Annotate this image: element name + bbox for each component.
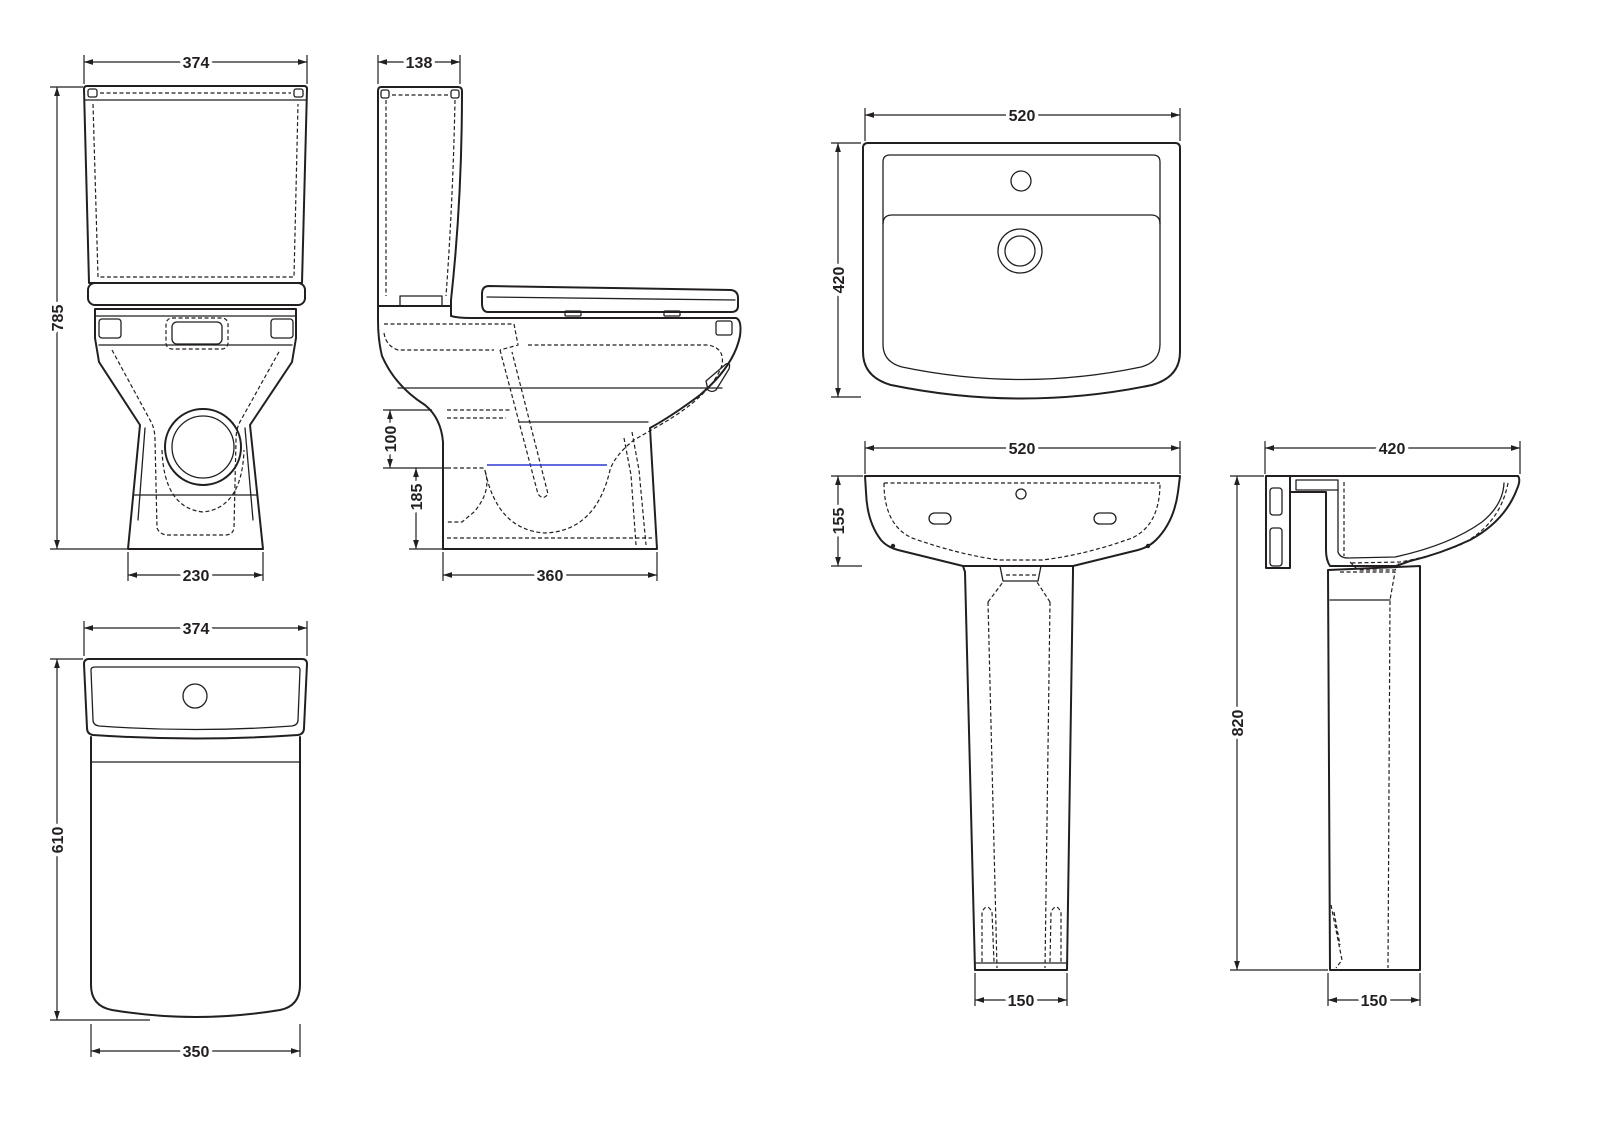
pedestal-side-slot xyxy=(1330,904,1343,969)
cistern-base-block xyxy=(399,295,443,307)
pan-side-outline xyxy=(377,305,742,550)
dimension-label: 230 xyxy=(183,568,210,585)
outlet-circle-outer xyxy=(164,408,242,486)
wc-side-dimensions: 138 100 185 360 xyxy=(377,52,658,589)
basin-plan-view xyxy=(862,142,1181,400)
pedestal-top-notch xyxy=(999,565,1042,582)
dimension-label: 785 xyxy=(50,305,67,332)
dimension-label: 360 xyxy=(537,568,564,585)
cistern-fixing-left xyxy=(87,88,98,98)
basin-plan-outline xyxy=(862,142,1181,400)
seat-lid-edge xyxy=(486,296,736,301)
tap-hole-icon xyxy=(1015,488,1027,500)
basin-plan-dimensions: 520 420 xyxy=(828,105,1181,398)
flush-housing xyxy=(171,321,223,345)
dimension-label: 610 xyxy=(50,827,67,854)
seat-buffer xyxy=(663,310,681,317)
pedestal-side-outline xyxy=(1327,565,1421,971)
dimension-label: 185 xyxy=(409,484,426,511)
cistern-side-outline xyxy=(377,86,463,307)
basin-plan-inner xyxy=(882,154,1161,381)
basin-side-view xyxy=(1265,475,1521,971)
cistern-plan-inner xyxy=(90,666,301,731)
dimension-label: 155 xyxy=(831,508,848,535)
cistern-plan-outline xyxy=(83,658,308,740)
pedestal-slot-right xyxy=(1049,906,1062,963)
cistern-fixing-right xyxy=(450,89,460,99)
cistern-hidden-walls xyxy=(92,103,299,278)
basin-bowl-hidden xyxy=(883,482,1161,561)
waste-inner-icon xyxy=(1004,235,1036,267)
waste-outer-icon xyxy=(997,228,1043,274)
cistern-hidden-walls xyxy=(385,99,456,297)
basin-bowl-hidden xyxy=(1343,482,1509,564)
wc-plan-dimensions: 374 610 350 xyxy=(47,618,308,1065)
seat-plan-outline xyxy=(90,736,301,1018)
pedestal-side-hidden xyxy=(1340,571,1396,969)
cistern-fixing-right xyxy=(293,88,304,98)
cistern-fixing-left xyxy=(380,89,390,99)
basin-bowl-floor xyxy=(1347,482,1505,559)
dimension-label: 420 xyxy=(1379,441,1406,458)
bracket-slot-upper xyxy=(1269,487,1283,516)
dimension-label: 150 xyxy=(1008,993,1035,1010)
overflow-slot-right xyxy=(1093,512,1117,525)
wc-front-view xyxy=(83,85,308,550)
basin-back-wall xyxy=(1337,489,1349,559)
bracket-slot-lower xyxy=(1269,527,1283,567)
dimension-label: 350 xyxy=(183,1044,210,1061)
tap-deck-side xyxy=(1295,479,1339,491)
outlet-circle-inner xyxy=(171,415,235,479)
seat-buffer xyxy=(564,310,582,317)
pedestal-front-outline xyxy=(962,565,1074,971)
basin-side-dimensions: 420 820 150 xyxy=(1227,438,1521,1014)
fixing-point xyxy=(1145,543,1151,549)
foot-hidden-wall xyxy=(623,431,647,546)
pedestal-inner-hidden xyxy=(987,601,1051,969)
dimension-label: 374 xyxy=(183,55,210,72)
dimension-label: 374 xyxy=(183,621,210,638)
dimension-label: 150 xyxy=(1361,993,1388,1010)
outlet-hidden xyxy=(447,409,510,523)
flush-channel-lower-hidden xyxy=(383,332,494,351)
overflow-slot-left xyxy=(928,512,952,525)
flush-channel-hidden xyxy=(384,323,519,351)
wall-bracket xyxy=(1265,475,1291,569)
pedestal-waste-hidden xyxy=(987,574,1051,603)
trapway-hidden xyxy=(499,349,549,499)
dimension-label: 100 xyxy=(383,426,400,453)
basin-front-view xyxy=(864,475,1181,971)
rim-wedge xyxy=(705,362,731,393)
dimension-label: 138 xyxy=(406,55,433,72)
basin-side-outline xyxy=(1289,475,1521,567)
flush-housing-hidden xyxy=(165,317,229,350)
tap-hole-icon xyxy=(1010,170,1032,192)
seat-hinge-right xyxy=(270,318,294,339)
basin-deck-edge xyxy=(882,214,1161,225)
wc-plan-view xyxy=(83,658,308,1018)
rim-block xyxy=(715,320,733,336)
dimension-label: 820 xyxy=(1230,710,1247,737)
seat-lid-front xyxy=(87,282,306,306)
pedestal-slot-left xyxy=(981,906,995,963)
pan-hidden-trap xyxy=(111,349,281,536)
dimension-label: 420 xyxy=(831,267,848,294)
flush-button-icon xyxy=(182,683,208,709)
wc-side-view xyxy=(377,86,742,550)
cistern-outline xyxy=(83,85,308,284)
seat-hinge-left xyxy=(98,318,122,339)
wc-front-dimensions: 374 785 230 xyxy=(47,52,308,589)
bowl-hidden xyxy=(484,344,724,534)
seat-lid-side xyxy=(481,285,739,313)
basin-front-dimensions: 520 155 150 xyxy=(828,438,1181,1014)
dimension-label: 520 xyxy=(1009,441,1036,458)
fixing-point xyxy=(890,543,896,549)
pan-front-outline xyxy=(94,308,297,550)
pedestal-inner-faces xyxy=(137,427,254,521)
dimension-label: 520 xyxy=(1009,108,1036,125)
